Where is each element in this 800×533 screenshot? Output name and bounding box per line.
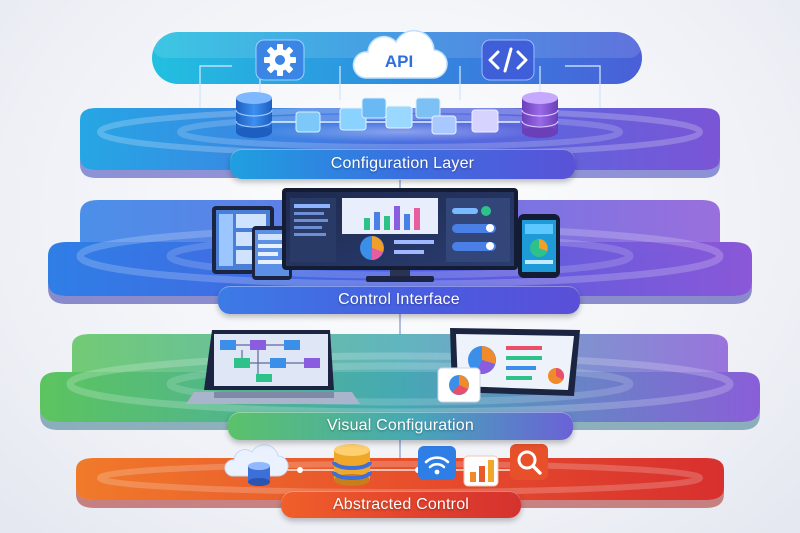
phone-device bbox=[518, 214, 560, 278]
layer-label-visual: Visual Configuration bbox=[228, 412, 573, 440]
bar-chart-icon bbox=[463, 455, 499, 487]
top-api-bar bbox=[152, 29, 642, 124]
layer-label-control: Control Interface bbox=[218, 286, 580, 314]
data-blocks bbox=[272, 97, 520, 135]
gear-icon bbox=[255, 39, 305, 81]
cloud-icon bbox=[352, 29, 448, 79]
monitor-dashboard bbox=[282, 188, 518, 282]
code-icon bbox=[481, 39, 535, 81]
search-icon bbox=[510, 444, 548, 480]
layer-label-abstracted: Abstracted Control bbox=[281, 491, 521, 518]
cloud-database-icon bbox=[224, 444, 289, 486]
database-icon bbox=[332, 444, 372, 486]
wifi-icon bbox=[418, 446, 456, 480]
database-icon bbox=[235, 92, 273, 138]
database-icon bbox=[521, 92, 559, 138]
api-label: API bbox=[384, 52, 414, 71]
laptop-flow-editor bbox=[186, 330, 360, 404]
layer-label-configuration: Configuration Layer bbox=[230, 149, 575, 179]
layer-plate-visual bbox=[40, 328, 760, 430]
tablet-dashboard bbox=[437, 328, 580, 403]
